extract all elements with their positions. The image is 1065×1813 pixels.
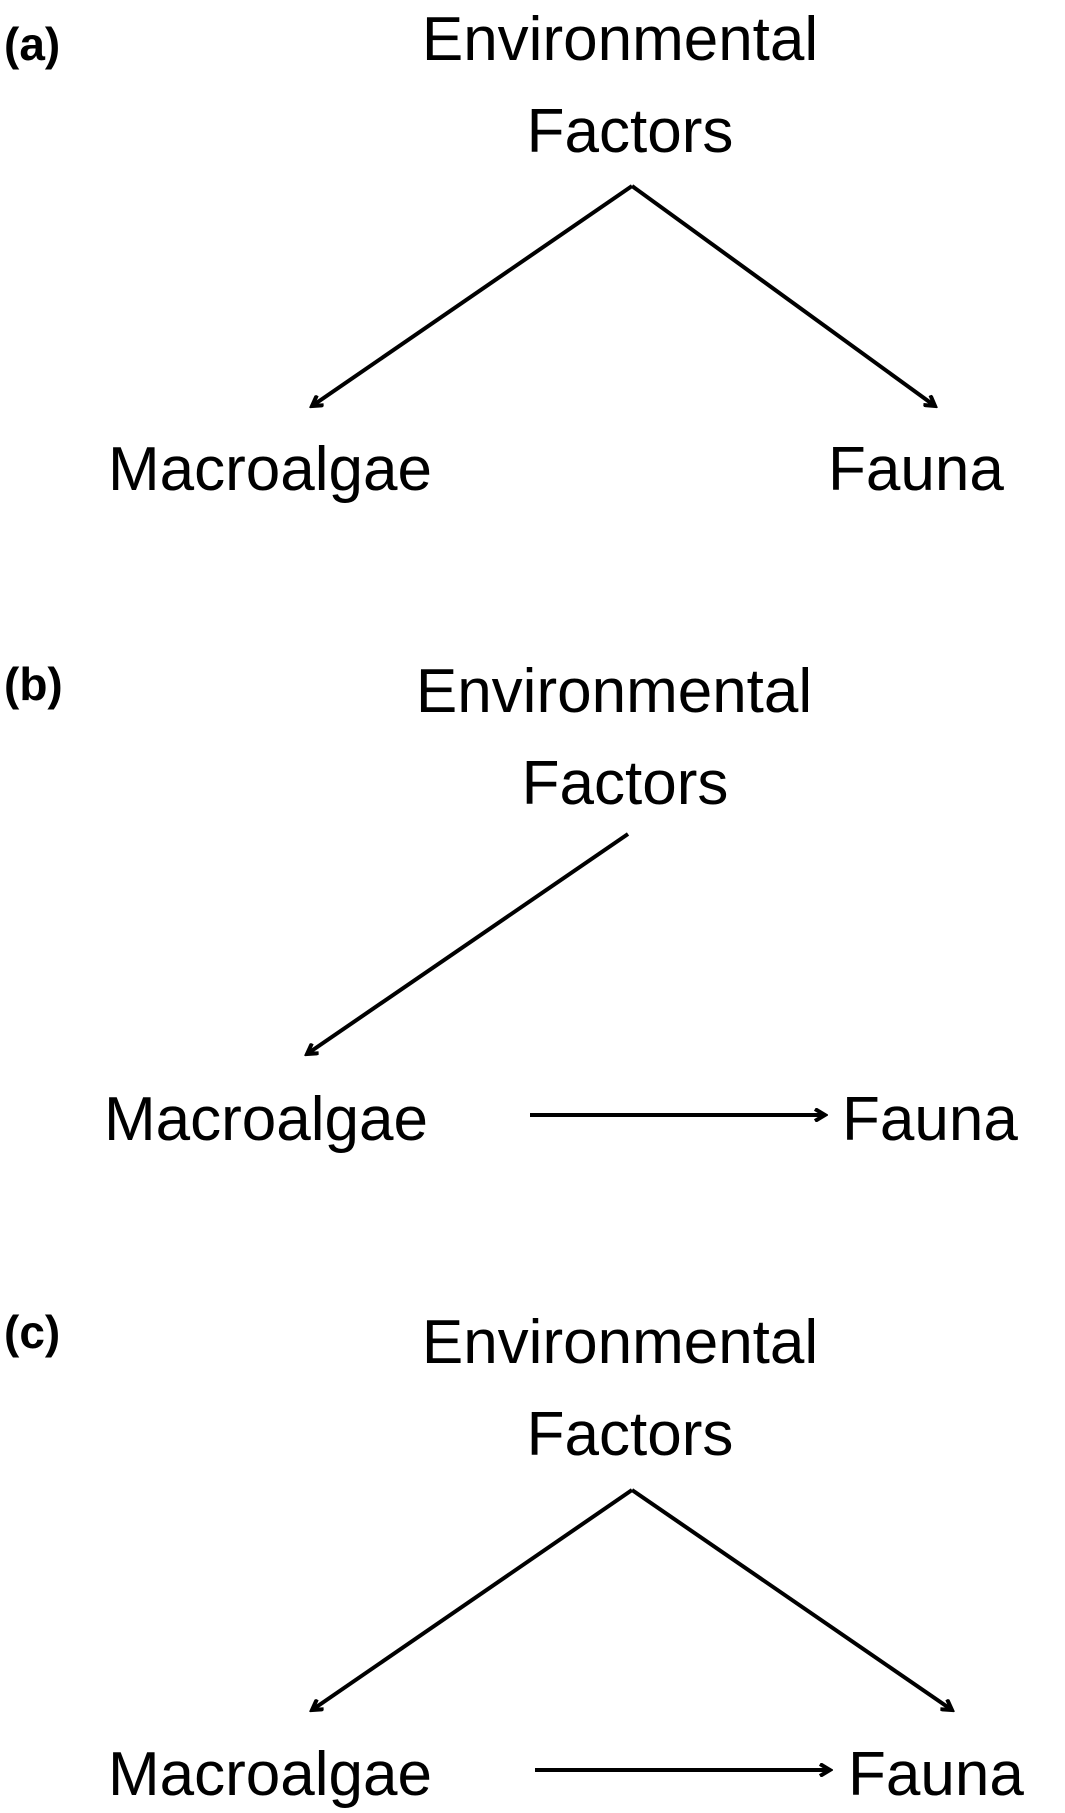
- macroalgae-node: Macroalgae: [104, 1085, 428, 1154]
- environmental-factors-line1: Environmental: [422, 1308, 818, 1377]
- panel-label: (b): [4, 658, 63, 710]
- arrow-factors-to-macroalgae: [312, 184, 634, 406]
- environmental-factors-line2: Factors: [527, 1400, 734, 1469]
- fauna-node: Fauna: [828, 435, 1004, 504]
- panel-label: (a): [4, 18, 60, 70]
- panel-label: (c): [4, 1306, 60, 1358]
- panel-b: (b) Environmental Factors Macroalgae Fau…: [4, 657, 1018, 1154]
- environmental-factors-line1: Environmental: [416, 657, 812, 726]
- fauna-node: Fauna: [842, 1085, 1018, 1154]
- arrow-factors-to-macroalgae: [312, 1488, 634, 1710]
- arrow-factors-to-macroalgae: [307, 832, 630, 1054]
- environmental-factors-line2: Factors: [522, 749, 729, 818]
- environmental-factors-line1: Environmental: [422, 5, 818, 74]
- macroalgae-node: Macroalgae: [108, 1740, 432, 1809]
- arrow-factors-to-fauna: [630, 184, 935, 406]
- fauna-node: Fauna: [848, 1740, 1024, 1809]
- panel-c: (c) Environmental Factors Macroalgae Fau…: [4, 1306, 1024, 1809]
- arrow-factors-to-fauna: [630, 1488, 952, 1710]
- macroalgae-node: Macroalgae: [108, 435, 432, 504]
- environmental-factors-line2: Factors: [527, 97, 734, 166]
- panel-a: (a) Environmental Factors Macroalgae Fau…: [4, 5, 1004, 504]
